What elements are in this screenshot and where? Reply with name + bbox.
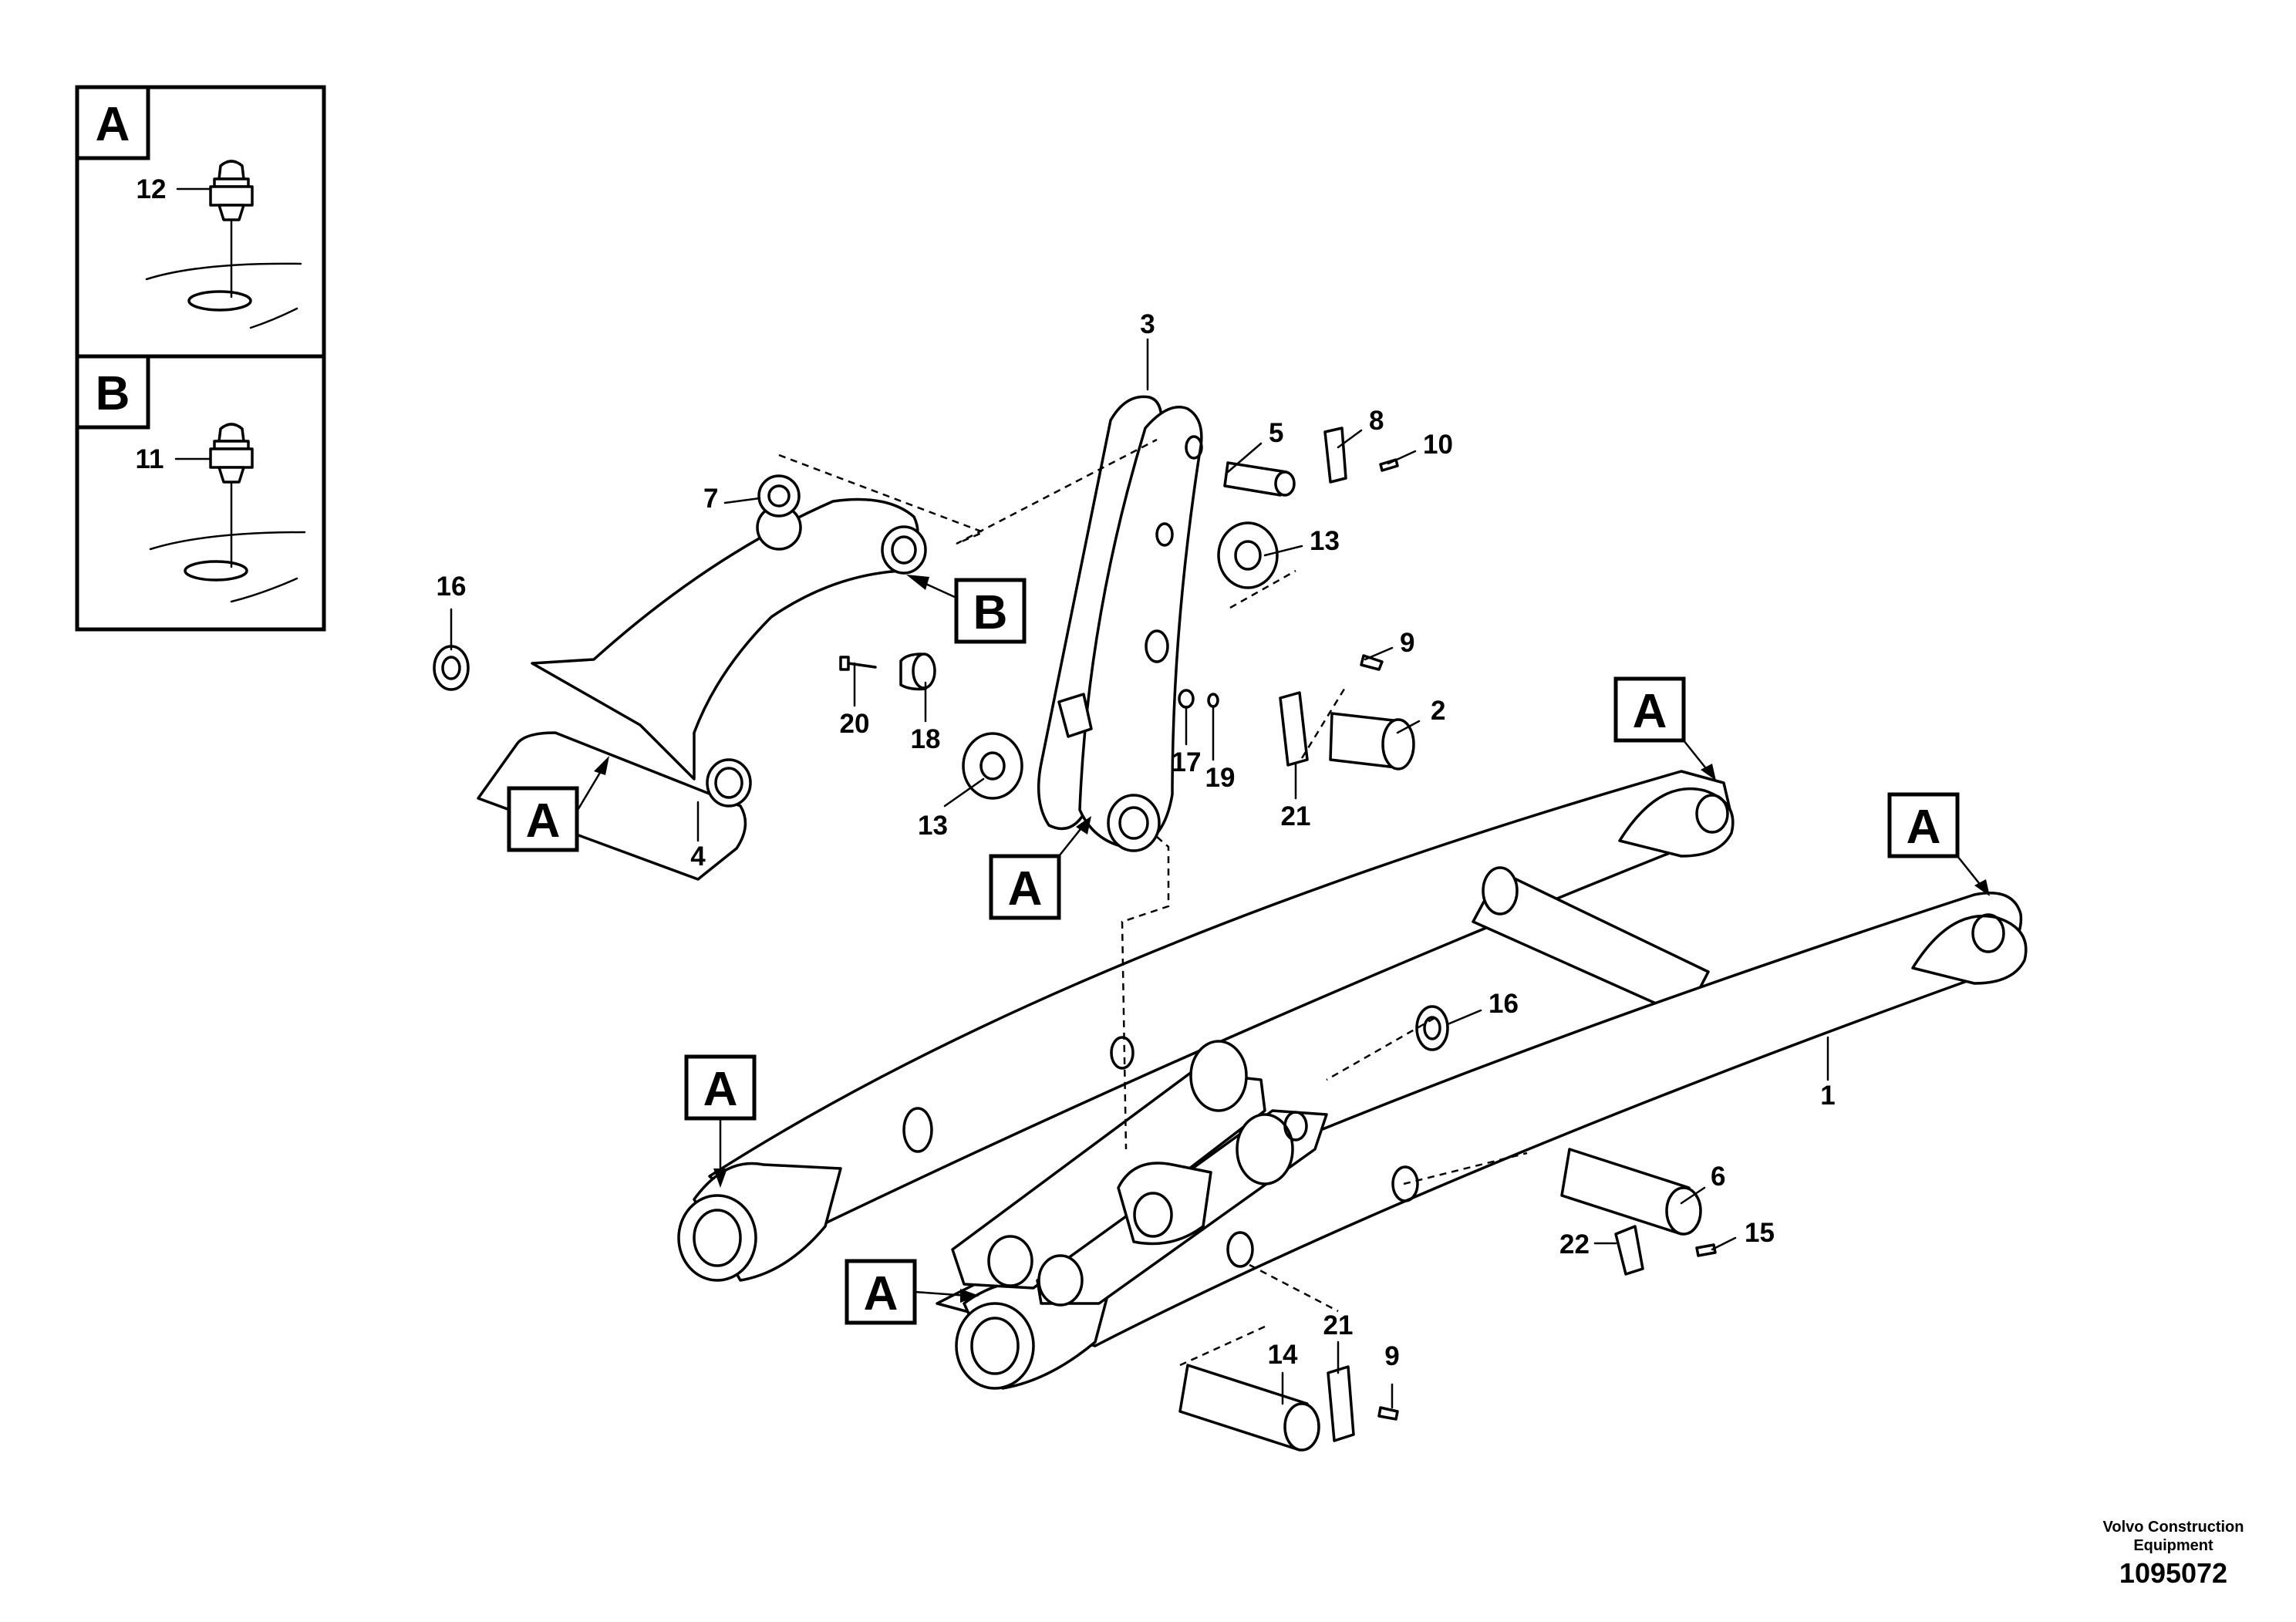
detail-panel-a: A 12: [75, 85, 302, 329]
callout-1: 1: [1820, 1081, 1835, 1111]
callout-10: 10: [1423, 430, 1453, 460]
callout-14: 14: [1268, 1340, 1298, 1370]
grease-nipple-icon: [149, 423, 306, 603]
callout-6: 6: [1711, 1162, 1725, 1192]
loose-parts: [433, 427, 1717, 1452]
lock-plate-21: [1327, 1365, 1355, 1442]
detail-panel-a-tag: [75, 85, 150, 160]
svg-text:A: A: [703, 1063, 738, 1116]
detail-panel-b-tag: [75, 354, 150, 430]
assembly-dashed-lines: [778, 438, 1528, 1367]
callout-19: 19: [1205, 763, 1236, 793]
screw-9: [1377, 1406, 1399, 1421]
callout-16: 16: [437, 572, 467, 602]
lock-plate-22: [1614, 1225, 1644, 1276]
callout-17: 17: [1172, 747, 1202, 777]
washer-13: [1217, 521, 1279, 589]
detail-panel-b: B 11: [75, 354, 306, 603]
callout-16: 16: [1489, 989, 1519, 1019]
callout-5: 5: [1269, 418, 1283, 448]
washer-16: [1415, 1005, 1449, 1051]
ref-tag-a: A: [1613, 676, 1716, 781]
callout-2: 2: [1431, 696, 1445, 726]
ref-tag-a: A: [507, 756, 609, 852]
detail-panel-b-letter: B: [96, 367, 130, 420]
nut-19: [1207, 693, 1219, 708]
lock-plate-21: [1279, 691, 1309, 767]
callout-21: 21: [1281, 801, 1311, 831]
callout-numbers: 1 2 3 4 5 6 7 8 9 9 10 13 13 14 15 16 16…: [437, 309, 1836, 1371]
detail-panel-a-part: 12: [137, 174, 167, 204]
reference-tags: A B A A A: [507, 575, 1990, 1325]
screw-20: [847, 662, 877, 669]
callout-9: 9: [1384, 1341, 1399, 1371]
ref-tag-b: B: [906, 575, 1027, 644]
washer-7: [757, 474, 801, 518]
callout-22: 22: [1559, 1229, 1590, 1259]
leader-lines: [450, 338, 1829, 1409]
callout-13: 13: [1310, 526, 1340, 556]
svg-text:A: A: [526, 794, 561, 848]
grease-nipple-icon: [145, 160, 302, 329]
callout-18: 18: [911, 724, 941, 754]
detail-panel-b-part: 11: [136, 444, 164, 474]
svg-text:A: A: [1907, 801, 1941, 854]
svg-text:A: A: [1633, 685, 1667, 738]
callout-8: 8: [1369, 406, 1384, 436]
ref-tag-a: A: [989, 816, 1091, 920]
washer-16: [433, 645, 470, 691]
callout-13: 13: [918, 811, 948, 841]
detail-panels: A 12 B: [75, 85, 326, 632]
ref-tag-a: A: [1887, 792, 1990, 896]
footer: Volvo Construction Equipment 1095072: [2103, 1519, 2244, 1589]
svg-text:B: B: [973, 586, 1008, 639]
svg-text:A: A: [864, 1267, 899, 1320]
figure-number: 1095072: [2119, 1557, 2227, 1589]
svg-text:A: A: [1008, 862, 1043, 916]
callout-3: 3: [1140, 309, 1155, 339]
callout-15: 15: [1745, 1218, 1775, 1248]
rocker-plate: [1037, 395, 1203, 852]
callout-21: 21: [1323, 1310, 1354, 1340]
company-name-line2: Equipment: [2133, 1537, 2213, 1554]
washer-13: [962, 732, 1023, 800]
detail-panel-a-letter: A: [96, 98, 130, 151]
company-name-line1: Volvo Construction: [2103, 1519, 2244, 1536]
washer-17: [1178, 689, 1195, 709]
ref-tag-a: A: [684, 1054, 757, 1188]
lock-plate-8: [1323, 427, 1347, 484]
ref-tag-a: A: [845, 1259, 979, 1325]
boom-frame: [677, 770, 2028, 1390]
callout-7: 7: [703, 484, 718, 514]
callout-9: 9: [1400, 628, 1414, 658]
callout-20: 20: [840, 709, 870, 739]
callout-4: 4: [690, 841, 706, 872]
